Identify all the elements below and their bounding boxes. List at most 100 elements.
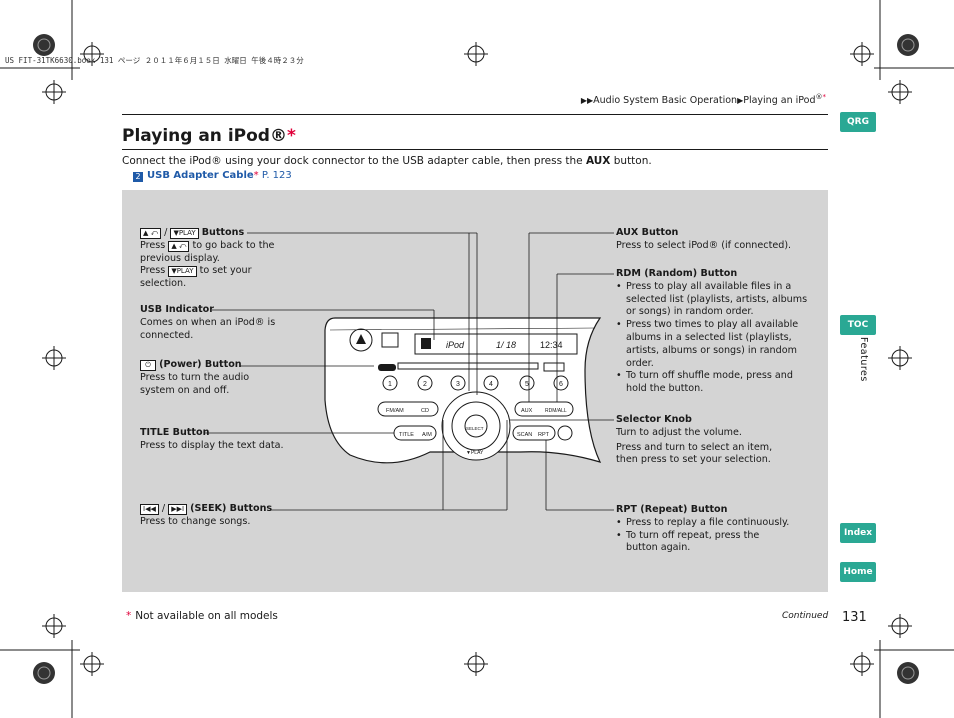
link-arrow-icon: 2 <box>133 172 143 182</box>
play-key-icon: ▼PLAY <box>170 228 199 239</box>
rpt-heading: RPT (Repeat) Button <box>616 504 728 515</box>
play-desc-2: selection. <box>140 278 187 290</box>
seek-buttons-label: I◀◀ / ▶▶I (SEEK) Buttons Press to change… <box>140 503 300 529</box>
title-key-text: TITLE <box>399 432 414 438</box>
usb-adapter-xref-link[interactable]: 2 USB Adapter Cable* P. 123 <box>133 170 292 182</box>
breadcrumb-reg: ® <box>815 93 823 101</box>
home-tab[interactable]: Home <box>840 562 876 582</box>
press-b: Press <box>140 265 166 277</box>
usb-indicator-label: USB Indicator Comes on when an iPod® is … <box>140 304 300 342</box>
aux-line1: Press to select iPod® (if connected). <box>616 239 792 251</box>
cd-text: CD <box>421 408 429 414</box>
rpt-b2-l1: To turn off repeat, press the <box>626 529 760 541</box>
back-key-icon-2: ▲ ⤺ <box>168 240 190 252</box>
page-number: 131 <box>842 610 867 625</box>
rdm-b3-l1: To turn off shuffle mode, press and <box>626 370 793 382</box>
rdm-button-label: RDM (Random) Button •Press to play all a… <box>616 268 816 396</box>
selector-line1: Turn to adjust the volume. <box>616 426 742 438</box>
intro-before: Connect the iPod® using your dock connec… <box>122 155 586 167</box>
back-play-buttons-label: ▲ ⤺ / ▼PLAY Buttons Press ▲ ⤺ to go back… <box>140 227 300 291</box>
breadcrumb-section[interactable]: Audio System Basic Operation <box>593 95 738 107</box>
toc-tab[interactable]: TOC <box>840 315 876 335</box>
press-a: Press <box>140 239 166 251</box>
breadcrumb-arrows: ▶▶ <box>580 96 594 106</box>
aux-heading: AUX Button <box>616 227 679 238</box>
breadcrumb-arrow: ▶ <box>737 96 744 106</box>
power-line2: system on and off. <box>140 384 230 396</box>
top-rule <box>122 114 828 115</box>
power-line1: Press to turn the audio <box>140 371 250 383</box>
back-desc-2: previous display. <box>140 252 220 264</box>
svg-text:5: 5 <box>525 381 529 388</box>
selector-line2: Press and turn to select an item, <box>616 441 773 453</box>
rdm-b2-l1: Press two times to play all available <box>626 319 799 331</box>
continued-text: Continued <box>782 611 829 621</box>
qrg-tab[interactable]: QRG <box>840 112 876 132</box>
index-tab[interactable]: Index <box>840 523 876 543</box>
seek-slash: / <box>161 503 166 514</box>
rpt-button-label: RPT (Repeat) Button •Press to replay a f… <box>616 504 816 555</box>
seek-line1: Press to change songs. <box>140 515 251 527</box>
usb-heading: USB Indicator <box>140 304 214 315</box>
title-rule <box>122 149 828 150</box>
usb-line1: Comes on when an iPod® is <box>140 316 276 328</box>
title-asterisk: * <box>286 126 296 146</box>
breadcrumb: ▶▶Audio System Basic Operation▶Playing a… <box>581 93 826 106</box>
scan-key-text: SCAN <box>517 432 532 438</box>
title-heading: TITLE Button <box>140 427 210 438</box>
selector-line3: then press to set your selection. <box>616 454 771 466</box>
power-button-label: ⏻ (Power) Button Press to turn the audio… <box>140 359 300 397</box>
svg-text:2: 2 <box>423 381 427 388</box>
page-title: Playing an iPod®* <box>122 126 296 146</box>
rpt-b2-l2: button again. <box>626 542 691 554</box>
rdm-key-text: RDM/ALL <box>545 408 567 414</box>
rdm-b2-l2: albums in a selected list (playlists, <box>626 331 792 343</box>
intro-text: Connect the iPod® using your dock connec… <box>122 155 652 167</box>
footnote-text: Not available on all models <box>135 610 278 622</box>
power-icon: ⏻ <box>140 360 156 371</box>
rdm-b1-l3: or songs) in random order. <box>626 306 754 318</box>
power-heading: (Power) Button <box>159 359 242 370</box>
aux-button-label: AUX Button Press to select iPod® (if con… <box>616 227 816 253</box>
intro-aux: AUX <box>585 155 611 167</box>
page-title-text: Playing an iPod® <box>122 126 287 146</box>
rdm-b1-l1: Press to play all available files in a <box>626 280 792 292</box>
display-ipod-text: iPod <box>446 340 465 350</box>
title-line1: Press to display the text data. <box>140 439 284 451</box>
seek-back-icon: I◀◀ <box>140 504 159 515</box>
selector-heading: Selector Knob <box>616 414 692 425</box>
footnote: *Not available on all models <box>126 610 278 622</box>
knob-select-text: SELECT <box>466 426 484 431</box>
rdm-b2-l4: order. <box>626 357 654 369</box>
selector-knob-label: Selector Knob Turn to adjust the volume.… <box>616 414 816 467</box>
svg-text:4: 4 <box>489 381 493 388</box>
breadcrumb-asterisk: * <box>822 93 827 101</box>
buttons-heading: Buttons <box>201 227 245 238</box>
rpt-key-text: RPT <box>538 432 550 438</box>
play-key-icon-2: ▼PLAY <box>168 266 197 278</box>
rdm-heading: RDM (Random) Button <box>616 268 738 279</box>
svg-text:6: 6 <box>559 381 563 388</box>
xref-label: USB Adapter Cable <box>147 170 254 181</box>
rdm-b3-l2: hold the button. <box>626 383 704 395</box>
rdm-b2-l3: artists, albums or songs) in random <box>626 344 797 356</box>
xref-asterisk: * <box>253 170 259 181</box>
slash: / <box>164 227 168 238</box>
aux-key-text: AUX <box>521 408 533 414</box>
title-button-label: TITLE Button Press to display the text d… <box>140 427 310 453</box>
back-key-icon: ▲ ⤺ <box>140 228 162 239</box>
am-key-text: A/M <box>422 432 432 438</box>
footnote-asterisk: * <box>126 610 132 622</box>
features-section-label: Features <box>858 337 869 382</box>
knob-play-text: ▼PLAY <box>466 450 484 456</box>
svg-text:3: 3 <box>456 381 460 388</box>
seek-forward-icon: ▶▶I <box>168 504 188 515</box>
rpt-b1-l1: Press to replay a file continuously. <box>626 516 790 528</box>
intro-after: button. <box>610 155 652 167</box>
back-desc: to go back to the <box>192 239 275 251</box>
fm-am-text: FM/AM <box>386 408 404 414</box>
svg-text:1: 1 <box>388 381 392 388</box>
xref-page: P. 123 <box>258 170 292 181</box>
